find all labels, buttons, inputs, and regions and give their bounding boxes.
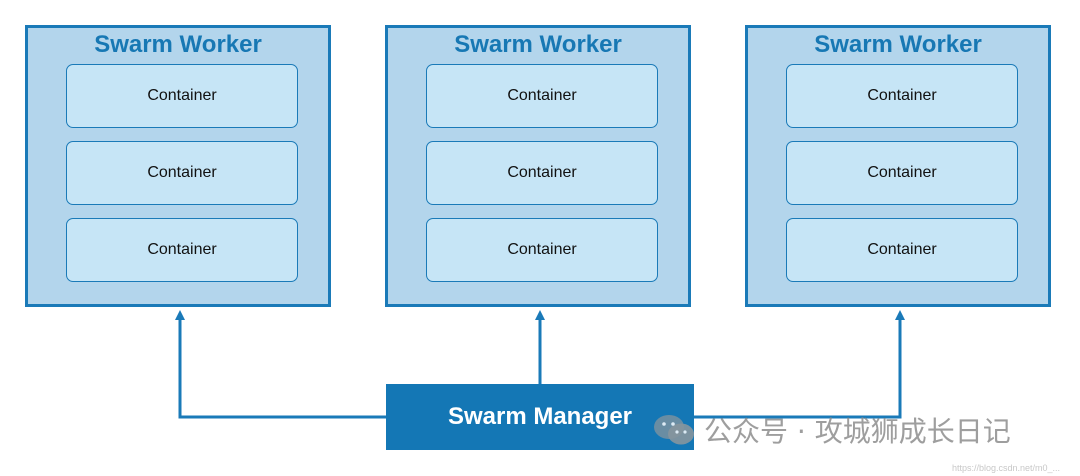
arrow-to-worker-3 [694,310,905,419]
swarm-manager: Swarm Manager [386,384,694,450]
watermark-text: 公众号 · 攻城狮成长日记 [704,415,1011,448]
container-box: Container [66,218,298,282]
container-box: Container [426,141,658,205]
csdn-watermark: https://blog.csdn.net/m0_... [951,463,1060,473]
container-box: Container [426,218,658,282]
swarm-worker-2: Swarm Worker Container Container Contain… [385,25,691,307]
container-box: Container [786,64,1018,128]
swarm-worker-1: Swarm Worker Container Container Contain… [25,25,331,307]
wechat-icon [654,415,694,445]
worker-title: Swarm Worker [94,31,262,58]
container-box: Container [786,218,1018,282]
worker-title: Swarm Worker [814,31,982,58]
arrow-to-worker-1 [175,310,386,419]
container-box: Container [66,141,298,205]
manager-label: Swarm Manager [447,403,633,430]
container-box: Container [426,64,658,128]
swarm-worker-3: Swarm Worker Container Container Contain… [745,25,1051,307]
container-box: Container [786,141,1018,205]
worker-title: Swarm Worker [454,31,622,58]
container-box: Container [66,64,298,128]
watermark: 公众号 · 攻城狮成长日记 [652,410,1011,450]
